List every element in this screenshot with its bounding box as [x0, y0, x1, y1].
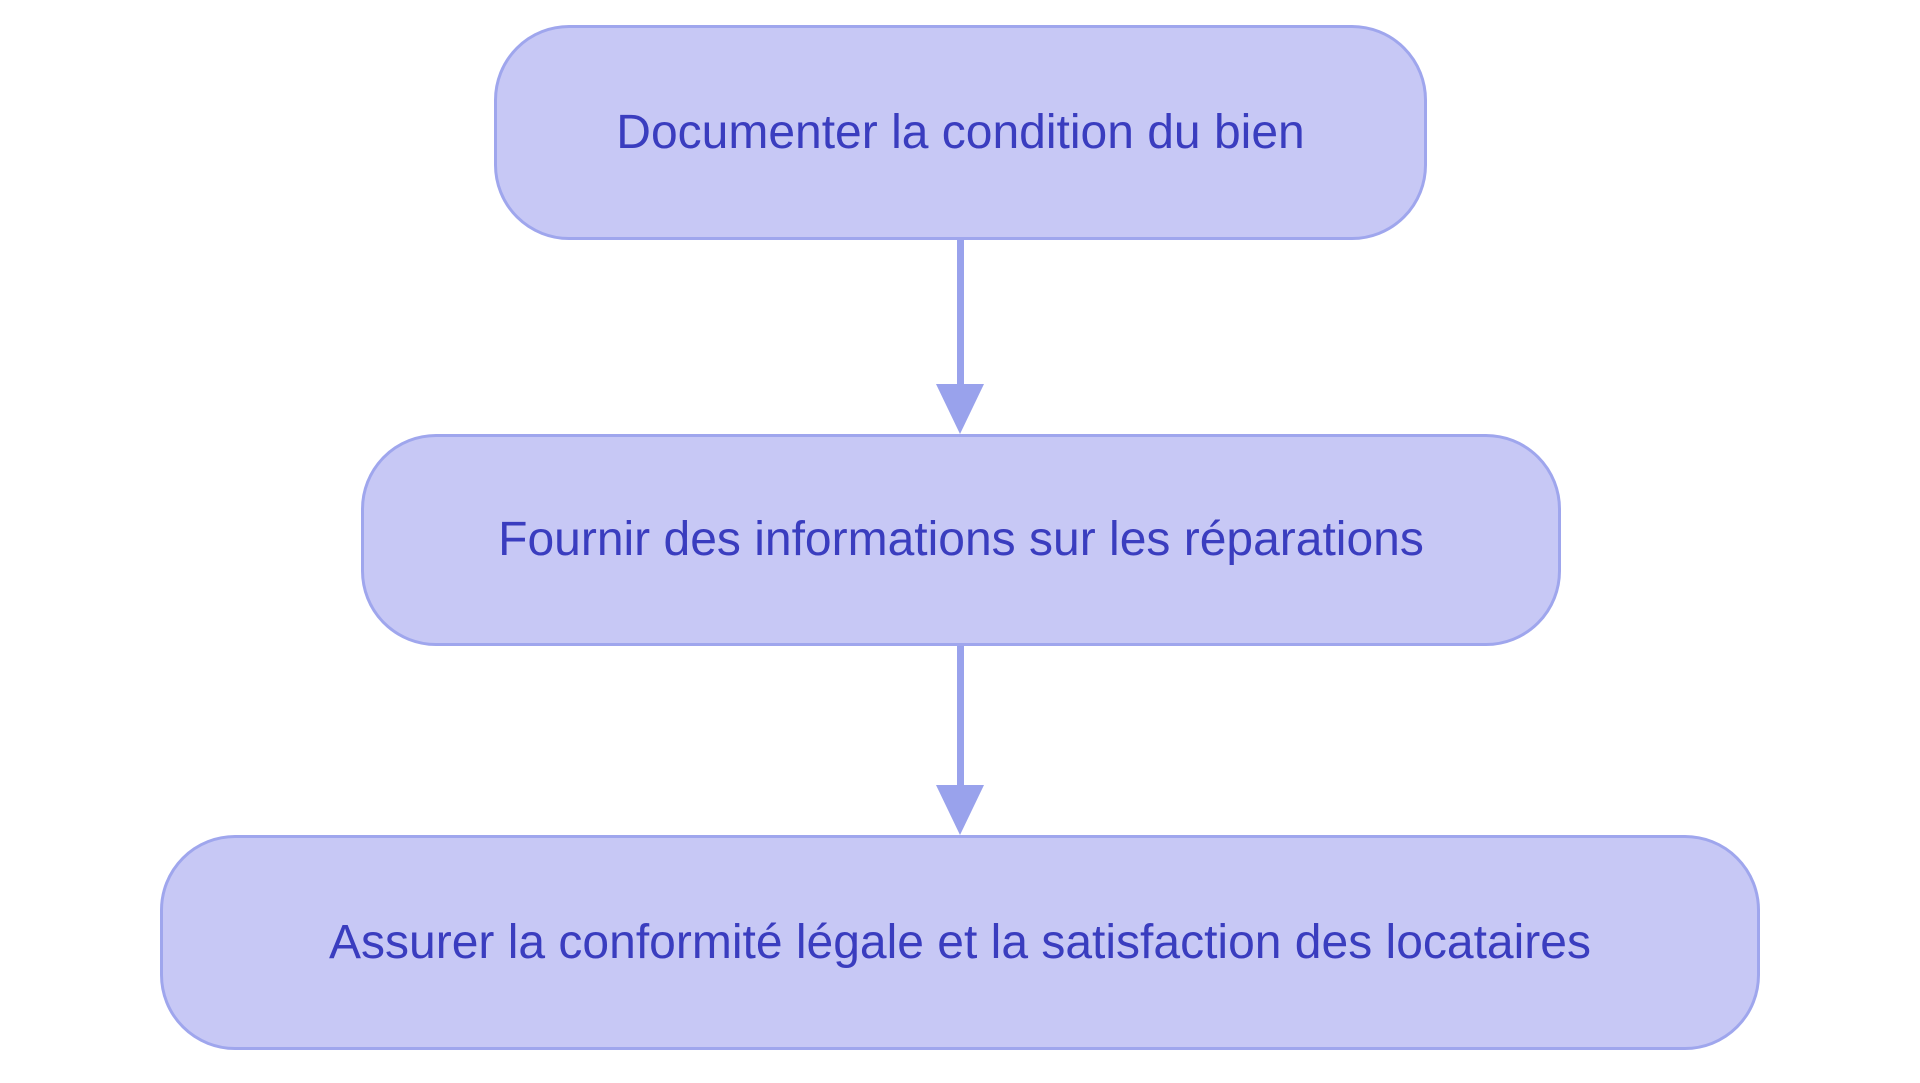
flow-edge-1	[936, 240, 984, 434]
flow-node-label: Assurer la conformité légale et la satis…	[329, 915, 1591, 969]
arrow-down-icon	[936, 785, 984, 835]
flow-edge-2	[936, 646, 984, 835]
flow-node-fournir-informations: Fournir des informations sur les réparat…	[361, 434, 1561, 646]
flow-node-label: Fournir des informations sur les réparat…	[498, 513, 1424, 567]
flow-node-document-condition: Documenter la condition du bien	[494, 25, 1427, 240]
arrow-down-icon	[936, 384, 984, 434]
flow-node-conformite-legale: Assurer la conformité légale et la satis…	[160, 835, 1760, 1050]
arrow-line	[956, 240, 964, 384]
arrow-line	[956, 646, 964, 785]
flow-node-label: Documenter la condition du bien	[616, 105, 1305, 159]
